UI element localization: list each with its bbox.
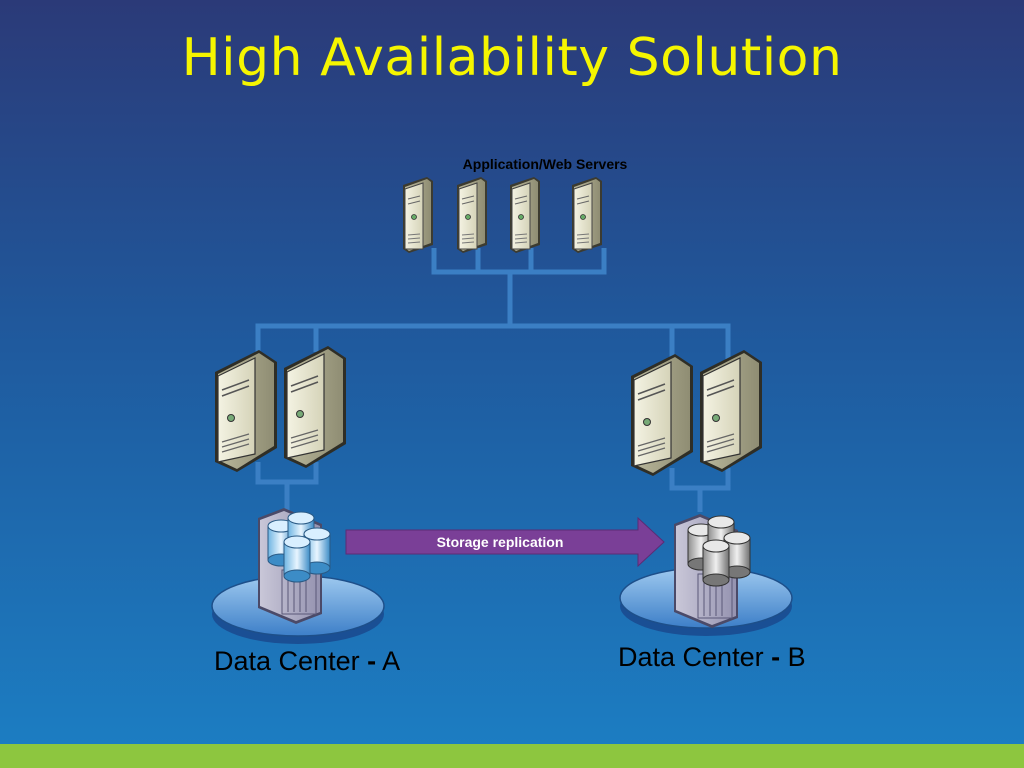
web-servers-label: Application/Web Servers (462, 156, 628, 172)
storage-replication-label: Storage replication (436, 534, 564, 550)
dc-b-server-1-icon (630, 353, 694, 477)
slide-title: High Availability Solution (181, 28, 843, 88)
storage-replication-arrow (345, 516, 665, 568)
web-server-3-icon (509, 176, 541, 254)
web-server-4-icon (571, 176, 603, 254)
dc-a-server-1-icon (214, 349, 278, 473)
datacenter-a-dash: - (367, 646, 377, 676)
datacenter-b-dash: - (771, 642, 781, 672)
network-connectors (255, 248, 731, 512)
storage-b-icon (674, 514, 751, 628)
datacenter-a-label: Data Center - A (214, 646, 400, 677)
web-server-2-icon (456, 176, 488, 254)
dc-a-server-2-icon (283, 345, 347, 469)
datacenter-b-prefix: Data Center (618, 642, 772, 672)
dc-b-server-2-icon (699, 349, 763, 473)
datacenter-b-suffix: B (780, 642, 806, 672)
web-server-1-icon (402, 176, 434, 254)
datacenter-a-prefix: Data Center (214, 646, 368, 676)
datacenter-b-label: Data Center - B (618, 642, 806, 673)
footer-bar (0, 744, 1024, 768)
storage-a-icon (258, 508, 331, 624)
datacenter-a-suffix: A (376, 646, 401, 676)
